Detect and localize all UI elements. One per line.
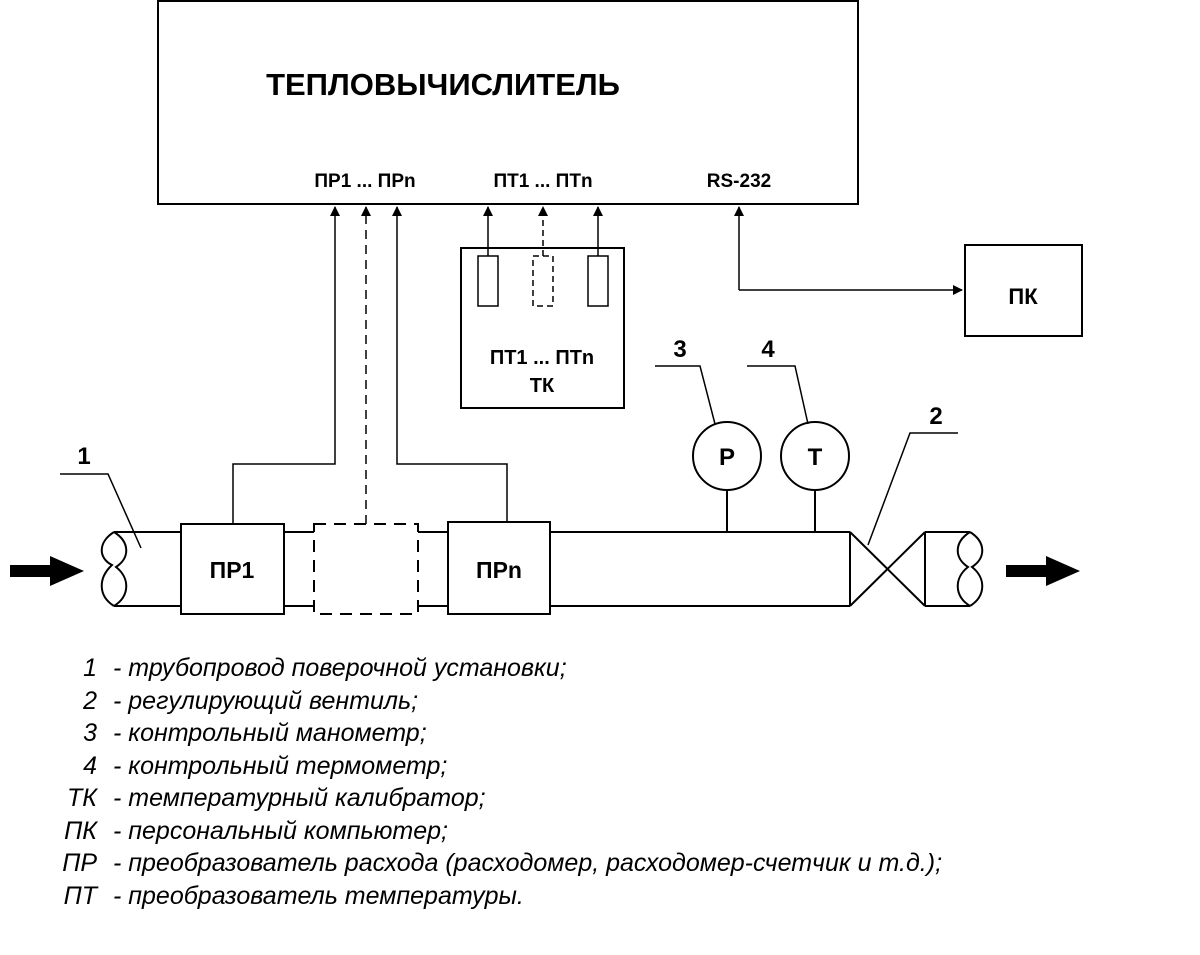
flow-converter-n: ПРn xyxy=(447,521,551,615)
temperature-sensor-middle xyxy=(532,255,554,307)
legend-item: ТК - температурный калибратор; xyxy=(0,782,1200,815)
legend-description: - трубопровод поверочной установки; xyxy=(113,654,567,682)
callout-3 xyxy=(655,365,716,425)
legend-description: - преобразователь температуры. xyxy=(113,881,524,910)
temperature-sensor-n xyxy=(587,255,609,307)
thermometer-gauge-label: Т xyxy=(808,444,823,471)
legend-code: ПР xyxy=(62,849,97,877)
legend-item: ПК - персональный компьютер; xyxy=(0,815,1200,848)
pipeline xyxy=(100,531,984,607)
inlet-arrow xyxy=(10,556,84,586)
outlet-arrow xyxy=(1006,556,1080,586)
legend-code: ТК xyxy=(66,784,97,812)
serial-port-label: RS-232 xyxy=(707,171,771,192)
legend-code: ПТ xyxy=(63,881,97,910)
legend-item: 1 - трубопровод поверочной установки; xyxy=(0,652,1200,685)
flow-converter-1-label: ПР1 xyxy=(210,557,255,583)
pressure-gauge-label: Р xyxy=(719,444,735,471)
legend-code: ПК xyxy=(64,816,97,845)
legend-item: 3 - контрольный манометр; xyxy=(0,717,1200,750)
callout-4 xyxy=(747,365,809,425)
flow-n-link xyxy=(392,206,508,522)
temperature-calibrator-block: ПТ1 ... ПТn ТК xyxy=(460,247,625,409)
legend-item: ПР - преобразователь расхода (расходомер… xyxy=(0,847,1200,880)
pc-label: ПК xyxy=(1008,284,1038,309)
legend-code: 2 xyxy=(83,686,97,715)
temperature-sensor-1 xyxy=(477,255,499,307)
legend-description: - контрольный манометр; xyxy=(113,719,427,747)
heat-calculator-block: ТЕПЛОВЫЧИСЛИТЕЛЬ ПР1 ... ПРn ПТ1 ... ПТn… xyxy=(157,0,859,205)
measurement-setup-diagram: ТЕПЛОВЫЧИСЛИТЕЛЬ ПР1 ... ПРn ПТ1 ... ПТn… xyxy=(10,0,1083,615)
flow-converter-n-label: ПРn xyxy=(476,557,522,583)
flow-converter-middle xyxy=(313,523,419,615)
flow-ports-label: ПР1 ... ПРn xyxy=(314,171,415,192)
callout-1-label: 1 xyxy=(77,443,90,470)
legend-code: 3 xyxy=(83,719,97,747)
legend-description: - персональный компьютер; xyxy=(113,816,448,845)
regulating-valve xyxy=(849,531,926,607)
flow-converter-1: ПР1 xyxy=(180,523,285,615)
legend-description: - температурный калибратор; xyxy=(113,784,486,812)
callout-2 xyxy=(867,432,958,546)
calibrator-label: ТК xyxy=(530,375,555,397)
legend-description: - контрольный термометр; xyxy=(113,751,448,780)
callout-3-label: 3 xyxy=(673,336,686,363)
legend-description: - преобразователь расхода (расходомер, р… xyxy=(113,849,943,877)
callout-1 xyxy=(60,473,142,549)
legend-code: 1 xyxy=(83,654,97,682)
legend-item: 2 - регулирующий вентиль; xyxy=(0,685,1200,718)
thermometer-gauge: Т xyxy=(780,421,850,532)
legend-item: 4 - контрольный термометр; xyxy=(0,750,1200,783)
legend-item: ПТ - преобразователь температуры. xyxy=(0,880,1200,913)
legend: 1 - трубопровод поверочной установки; 2 … xyxy=(0,652,1200,912)
calculator-title: ТЕПЛОВЫЧИСЛИТЕЛЬ xyxy=(266,67,620,102)
flow-1-link xyxy=(232,206,340,524)
calibrator-sensors-label: ПТ1 ... ПТn xyxy=(490,347,594,369)
callout-4-label: 4 xyxy=(761,336,775,363)
legend-description: - регулирующий вентиль; xyxy=(113,686,419,715)
callout-2-label: 2 xyxy=(929,403,942,430)
temperature-ports-label: ПТ1 ... ПТn xyxy=(493,171,592,192)
pc-block: ПК xyxy=(964,244,1083,337)
pressure-gauge: Р xyxy=(692,421,762,532)
legend-code: 4 xyxy=(83,751,97,780)
